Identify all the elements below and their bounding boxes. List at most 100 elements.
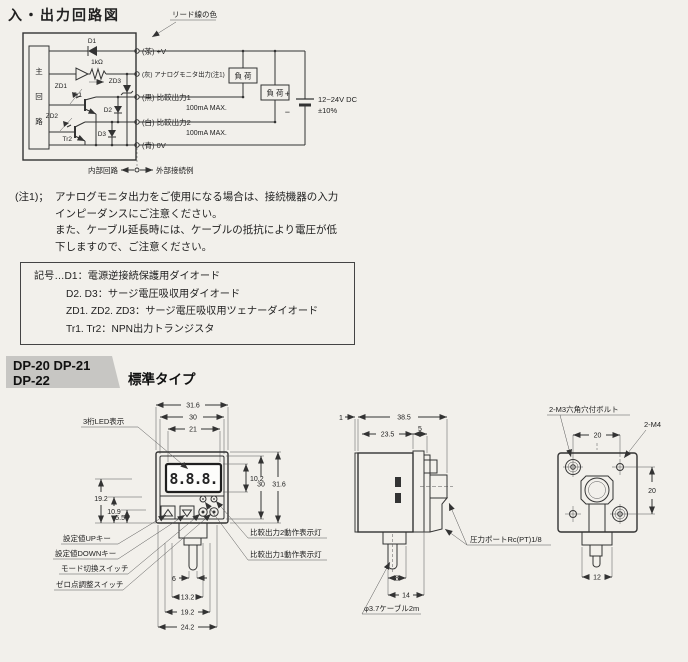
dim-rear-connector-width: 12 xyxy=(593,575,601,582)
dim-bottom-2: 13.2 xyxy=(181,595,195,602)
side-view: 1 38.5 23.5 5 xyxy=(339,414,551,615)
dim-rear-hole-span-h: 20 xyxy=(594,433,602,440)
front-view: 31.6 30 21 8.8.8. xyxy=(53,402,327,632)
rear-connector xyxy=(581,531,613,546)
page-title: 入・出力回路図 xyxy=(8,7,120,23)
dim-front-width-display: 21 xyxy=(189,427,197,434)
model-names-line2: DP-22 xyxy=(13,373,50,388)
port-boss xyxy=(580,475,614,505)
type-label: 標準タイプ xyxy=(128,372,196,387)
dim-left-1: 19.2 xyxy=(94,496,108,503)
transistor-tr1-label: Tr1 xyxy=(72,92,82,99)
diode-d3-label: D3 xyxy=(98,131,107,138)
dim-side-cap: 5 xyxy=(418,426,422,433)
io-circuit-diagram: リード線の色 主 回 路 D1 1kΩ ZD3 xyxy=(22,9,358,175)
battery-plus: + xyxy=(285,89,290,99)
up-key-label: 設定値UPキー xyxy=(63,533,111,543)
note-line: アナログモニタ出力をご使用になる場合は、接続機器の入力 xyxy=(55,191,339,203)
out2-indicator-label: 比較出力2動作表示灯 xyxy=(250,527,322,537)
side-connector xyxy=(382,531,407,545)
rear-view: 2-M3六角穴付ボルト 2-M4 20 xyxy=(547,404,661,582)
battery-minus: − xyxy=(285,107,290,117)
dimension-drawings: 31.6 30 21 8.8.8. xyxy=(53,402,661,632)
note-block: (注1)； アナログモニタ出力をご使用になる場合は、接続機器の入力 インピーダン… xyxy=(15,189,385,255)
diode-d1-label: D1 xyxy=(88,38,97,45)
dim-bottom-4: 24.2 xyxy=(181,625,195,632)
led-display xyxy=(164,462,223,494)
up-key-triangle xyxy=(162,508,174,517)
zener-zd2-label: ZD2 xyxy=(46,113,59,120)
main-circuit-box xyxy=(28,45,50,150)
dim-side-lip: 1 xyxy=(339,415,343,422)
main-circuit-char: 主 xyxy=(35,66,43,76)
zero-switch-label: ゼロ点調整スイッチ xyxy=(56,579,124,589)
model-names-line1: DP-20 DP-21 xyxy=(13,358,91,373)
zener-zd1-label: ZD1 xyxy=(55,83,68,90)
front-connector xyxy=(178,522,208,539)
max-current-2: 100mA MAX. xyxy=(186,130,227,137)
down-key-triangle xyxy=(181,509,193,518)
vent-slot xyxy=(395,477,401,487)
vent-slot xyxy=(395,493,401,503)
legend-line: D2. D3：サージ電圧吸収用ダイオード xyxy=(66,288,241,300)
front-cable xyxy=(188,544,198,571)
main-circuit-char: 路 xyxy=(35,116,43,126)
dim-left-3: 5.5 xyxy=(115,515,125,522)
down-key-label: 設定値DOWNキー xyxy=(55,548,116,558)
up-key xyxy=(160,505,176,520)
internal-circuit-label: 内部回路 xyxy=(88,165,118,175)
amp-symbol xyxy=(75,67,90,81)
rear-cable xyxy=(592,555,601,568)
zero-switch xyxy=(209,507,219,517)
dim-front-height-outer: 31.6 xyxy=(272,482,286,489)
dim-rear-hole-span-v: 20 xyxy=(648,488,656,495)
supply-tolerance: ±10% xyxy=(318,106,337,115)
note-line: インピーダンスにご注意ください。 xyxy=(55,207,223,220)
diode-d2-label: D2 xyxy=(104,107,113,114)
symbol-legend-box: 記号…D1：電源逆接続保護用ダイオード D2. D3：サージ電圧吸収用ダイオード… xyxy=(20,262,355,345)
dim-side-body: 23.5 xyxy=(381,432,395,439)
bolt-label: 2-M3六角穴付ボルト xyxy=(549,404,619,414)
supply-voltage: 12~24V DC xyxy=(318,95,358,104)
resistor-label: 1kΩ xyxy=(91,59,103,66)
dim-side-cable-offset: 8 xyxy=(395,576,399,583)
dim-front-height-mid: 30 xyxy=(257,482,265,489)
legend-line: Tr1. Tr2：NPN出力トランジスタ xyxy=(66,323,215,335)
external-connection-label: 外部接続例 xyxy=(156,165,194,175)
lead-color-note: リード線の色 xyxy=(172,9,217,19)
rear-face xyxy=(557,452,638,533)
out2-indicator xyxy=(199,495,207,503)
transistor-tr2-label: Tr2 xyxy=(62,136,72,143)
load-label-1: 負 荷 xyxy=(234,71,252,81)
dim-bottom-3: 19.2 xyxy=(181,610,195,617)
cable-label: φ3.7ケーブル2m xyxy=(364,603,419,613)
mode-switch-label: モード切換スイッチ xyxy=(61,563,129,573)
zener-zd3-label: ZD3 xyxy=(109,78,122,85)
note-prefix: (注1)； xyxy=(15,191,49,203)
main-circuit-char: 回 xyxy=(35,92,43,101)
legend-line: 記号…D1：電源逆接続保護用ダイオード xyxy=(34,271,221,282)
dim-display-height: 10.2 xyxy=(250,476,264,483)
legend-line: ZD1. ZD2. ZD3：サージ電圧吸収用ツェナーダイオード xyxy=(66,306,319,317)
model-header-bar: DP-20 DP-21 DP-22 xyxy=(6,356,120,388)
dim-left-2: 10.9 xyxy=(107,509,121,516)
load-label-2: 負 荷 xyxy=(266,88,284,98)
side-body xyxy=(357,452,414,533)
diode-d1-symbol xyxy=(88,46,97,56)
out1-indicator-label: 比較出力1動作表示灯 xyxy=(250,549,322,559)
out1-indicator xyxy=(210,495,218,503)
led-display-digits: 8.8.8. xyxy=(169,470,217,488)
max-current-1: 100mA MAX. xyxy=(186,105,227,112)
dim-side-port-offset: 14 xyxy=(402,593,410,600)
pressure-port-label: 圧力ポートRc(PT)1/8 xyxy=(470,534,542,544)
dim-bottom-1: 6 xyxy=(172,576,176,583)
down-key xyxy=(179,505,195,520)
m4-label: 2-M4 xyxy=(644,420,661,429)
mode-switch xyxy=(198,507,208,517)
resistor-symbol xyxy=(88,67,107,81)
note-line: 下しますので、ご注意ください。 xyxy=(55,240,213,253)
led-display-label: 3桁LED表示 xyxy=(83,416,125,426)
dim-front-width-mid: 30 xyxy=(189,415,197,422)
note-line: また、ケーブル延長時には、ケーブルの抵抗により電圧が低 xyxy=(55,224,338,236)
